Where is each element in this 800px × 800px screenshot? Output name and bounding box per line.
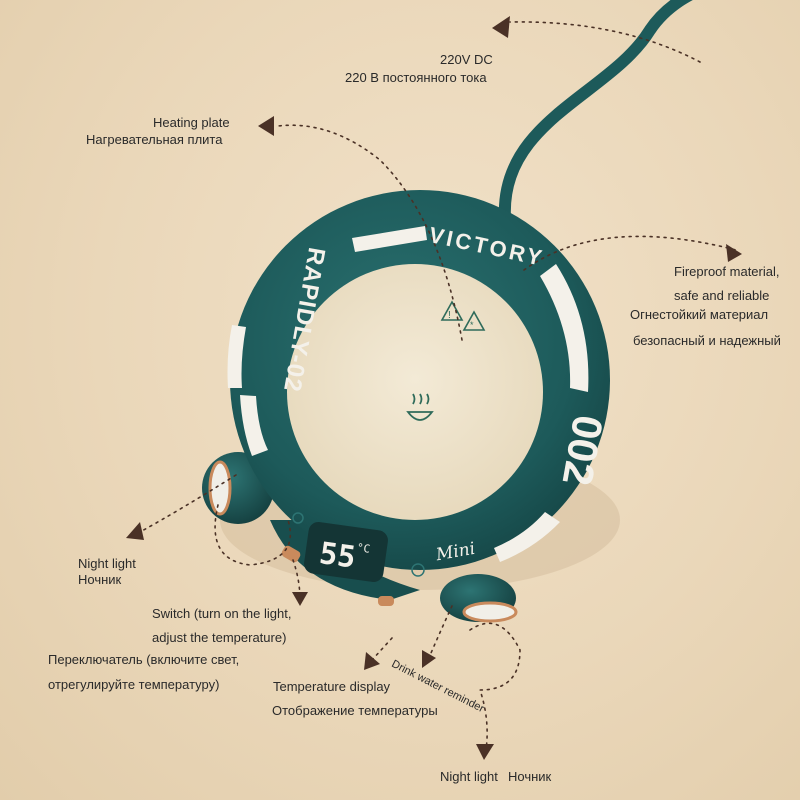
temperature-unit: °C bbox=[355, 541, 371, 556]
warning-icons: ! * bbox=[440, 300, 486, 331]
power-cable bbox=[498, 0, 693, 224]
switch-label-en-1: Switch (turn on the light, bbox=[152, 606, 292, 621]
fireproof-label-ru-2: безопасный и надежный bbox=[633, 333, 781, 348]
power-icon[interactable] bbox=[292, 512, 304, 524]
temperature-value: 55 bbox=[317, 536, 358, 576]
heating-plate-label-ru: Нагревательная плита bbox=[86, 132, 223, 147]
arrow-heads bbox=[126, 16, 742, 760]
night-light-bottom-label-ru: Ночник bbox=[508, 769, 552, 784]
leader-lines bbox=[139, 21, 737, 751]
heating-plate-label-en: Heating plate bbox=[153, 115, 230, 130]
fireproof-label-en-1: Fireproof material, bbox=[674, 264, 780, 279]
temperature-display: 55°C bbox=[317, 536, 371, 578]
svg-text:*: * bbox=[470, 320, 474, 330]
switch-label-en-2: adjust the temperature) bbox=[152, 630, 287, 645]
temperature-display-label-ru: Отображение температуры bbox=[272, 703, 438, 718]
cup-icon bbox=[406, 393, 434, 421]
drink-reminder-icon[interactable] bbox=[411, 563, 425, 577]
svg-text:!: ! bbox=[448, 310, 451, 321]
switch-label-ru-1: Переключатель (включите свет, bbox=[48, 652, 240, 667]
switch-label-ru-2: отрегулируйте температуру) bbox=[48, 677, 220, 692]
night-light-left-label-ru: Ночник bbox=[78, 572, 122, 587]
night-light-bottom-label-en: Night light bbox=[440, 769, 498, 784]
temperature-display-label-en: Temperature display bbox=[273, 679, 391, 694]
heating-plate bbox=[287, 264, 543, 520]
night-light-right[interactable] bbox=[440, 574, 518, 623]
power-label-ru: 220 В постоянного тока bbox=[345, 70, 487, 85]
night-light-left-label-en: Night light bbox=[78, 556, 136, 571]
display-panel bbox=[304, 521, 388, 583]
power-label-en: 220V DC bbox=[440, 52, 493, 67]
body-stripes bbox=[227, 226, 589, 562]
fireproof-label-en-2: safe and reliable bbox=[674, 288, 770, 303]
fireproof-label-ru-1: Огнестойкий материал bbox=[630, 307, 769, 322]
